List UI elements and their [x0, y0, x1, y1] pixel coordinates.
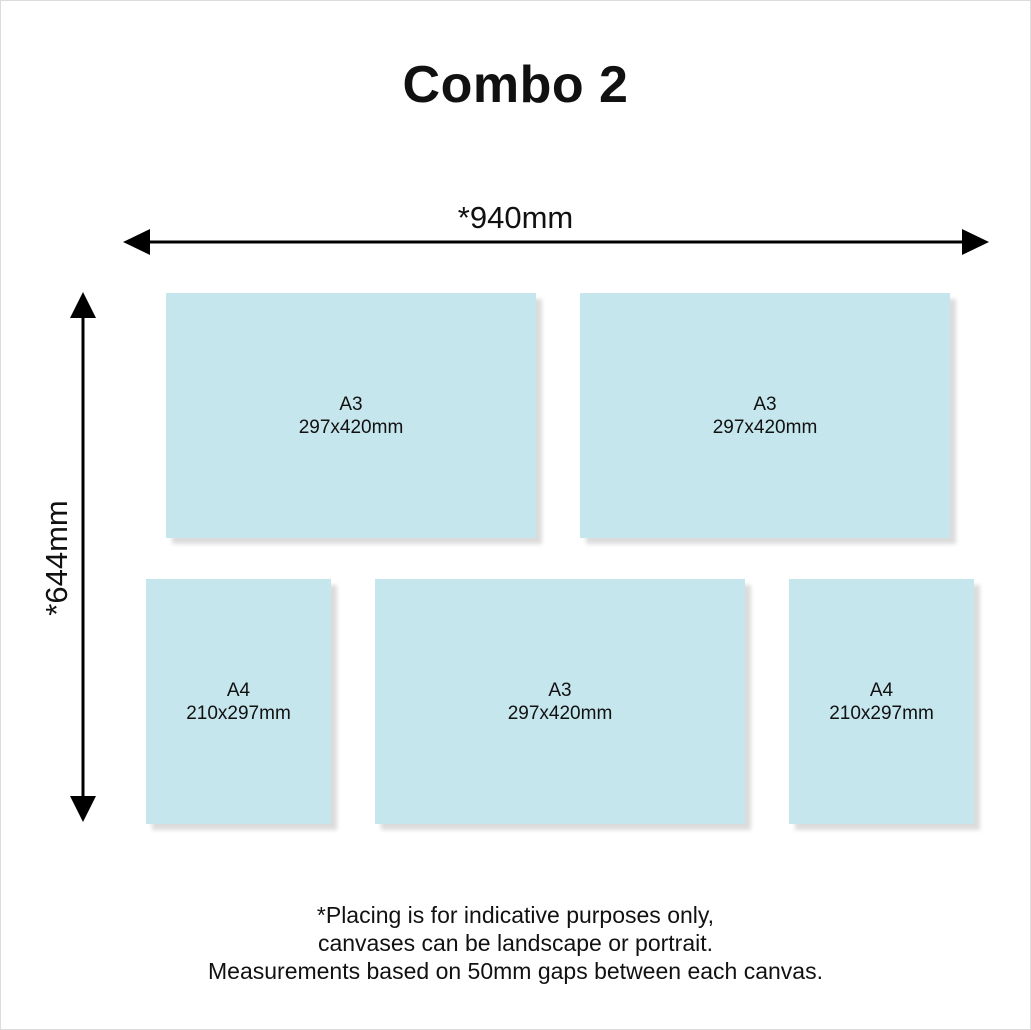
width-arrow	[123, 229, 989, 255]
page-title: Combo 2	[402, 56, 629, 114]
canvas-dims-label: 210x297mm	[829, 702, 934, 724]
canvas-dims-label: 297x420mm	[507, 702, 613, 724]
footnote-line: *Placing is for indicative purposes only…	[316, 902, 715, 928]
canvas-size-label: A3	[339, 393, 363, 415]
canvas-a4-bottom-left: A4 210x297mm	[146, 579, 331, 824]
canvas-size-label: A4	[226, 679, 251, 701]
canvas-size-label: A3	[548, 679, 572, 701]
height-dimension-label: *644mm	[39, 500, 74, 616]
canvas-dims-label: 297x420mm	[712, 416, 818, 438]
canvas-dims-label: 297x420mm	[298, 416, 404, 438]
canvas-a3-top-right: A3 297x420mm	[580, 293, 950, 538]
footnote-line: Measurements based on 50mm gaps between …	[208, 958, 823, 984]
footnote: *Placing is for indicative purposes only…	[0, 901, 1031, 985]
canvas-size-label: A3	[753, 393, 777, 415]
height-arrow	[70, 292, 96, 822]
canvas-dims-label: 210x297mm	[186, 702, 291, 724]
canvas-a3-bottom-middle: A3 297x420mm	[375, 579, 745, 824]
canvas-a3-top-left: A3 297x420mm	[166, 293, 536, 538]
canvas-size-label: A4	[869, 679, 894, 701]
footnote-line: canvases can be landscape or portrait.	[317, 930, 714, 956]
width-dimension-label: *940mm	[457, 200, 574, 235]
canvas-a4-bottom-right: A4 210x297mm	[789, 579, 974, 824]
